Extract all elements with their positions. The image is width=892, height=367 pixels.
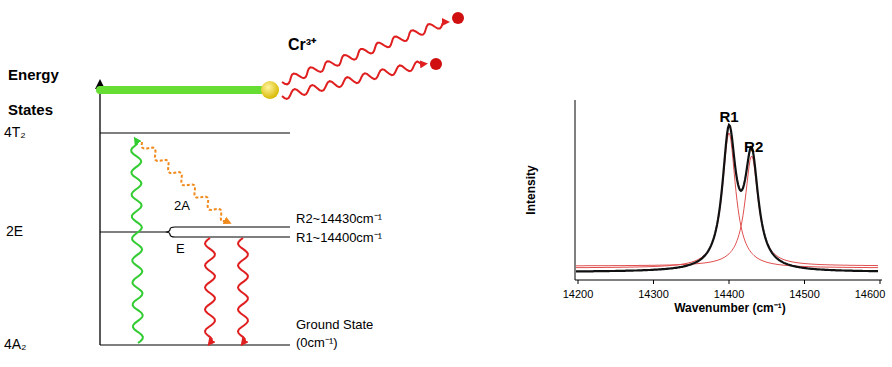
level-label: 4A₂ — [4, 336, 27, 352]
emission-arrow — [238, 238, 248, 343]
tick-mark — [653, 280, 654, 284]
ion-label: Cr³⁺ — [288, 36, 316, 54]
axis-title: Energy States — [8, 58, 70, 127]
tick-label: 14300 — [638, 288, 669, 301]
tick-label: 14600 — [855, 288, 886, 301]
level-label: 4T₂ — [4, 124, 26, 140]
level-4t2 — [100, 132, 290, 133]
tick-label: 14400 — [714, 288, 745, 301]
tick-label: 14500 — [789, 288, 820, 301]
photon-dot — [430, 58, 442, 70]
axis-title: Intensity — [525, 165, 539, 214]
level-energy: R1~14400cm⁻¹ — [296, 231, 382, 246]
fit-curve-r2 — [576, 156, 878, 266]
photon-arrow — [282, 61, 424, 99]
tick-mark — [578, 280, 579, 284]
tick-mark — [804, 280, 805, 284]
level-energy: Ground State (0cm⁻¹) — [296, 316, 386, 352]
level-energy: R2~14430cm⁻¹ — [296, 212, 382, 227]
fiber-bar — [100, 86, 262, 94]
photon-dot — [452, 12, 464, 24]
level-label: 2E — [6, 223, 23, 239]
fit-curve-r1 — [576, 133, 878, 268]
level-4a2 — [100, 344, 290, 345]
level-2e-split — [100, 227, 290, 237]
emission-arrow — [205, 238, 215, 343]
energy-axis — [99, 84, 100, 345]
axis-title: Wavenumber (cm⁻¹) — [674, 302, 786, 316]
peak-label: R1 — [719, 108, 738, 125]
relaxation-arrow — [142, 142, 228, 222]
tick-mark — [880, 280, 881, 284]
tick-label: 14200 — [563, 288, 594, 301]
sublevel-label: 2A — [174, 199, 190, 214]
spectrum-curve — [576, 125, 878, 272]
excitation-arrow — [131, 140, 143, 343]
y-axis — [575, 100, 576, 280]
cr-ion — [261, 81, 279, 99]
tick-mark — [729, 280, 730, 284]
sublevel-label: E — [176, 242, 185, 257]
peak-label: R2 — [744, 138, 763, 155]
